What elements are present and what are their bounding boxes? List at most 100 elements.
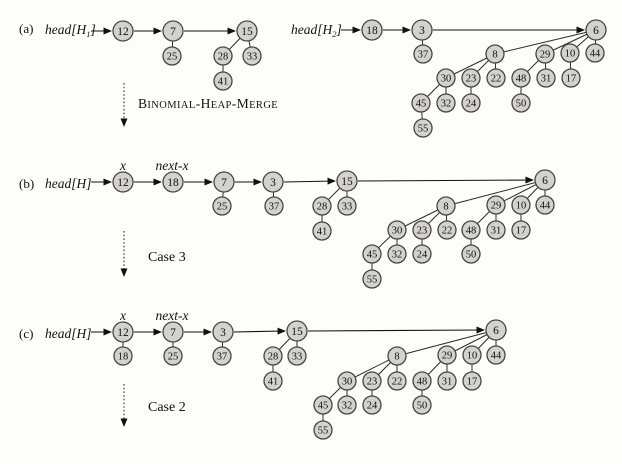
tree-node-circle <box>511 195 531 215</box>
tree-node: 48 <box>461 220 481 240</box>
tree-node-circle <box>387 244 407 264</box>
tree-node: 30 <box>337 371 357 391</box>
node-value: 8 <box>492 50 497 61</box>
tree-node: 50 <box>461 244 481 264</box>
node-value: 30 <box>342 377 353 388</box>
node-value: 8 <box>443 202 448 213</box>
tree-node: 55 <box>313 420 333 440</box>
node-value: 50 <box>466 250 477 261</box>
tree-node: 17 <box>511 220 531 240</box>
x-pointer-label: x <box>119 158 126 173</box>
tree-node: 25 <box>162 46 182 66</box>
tree-node-circle <box>461 244 481 264</box>
tree-node: 33 <box>287 346 307 366</box>
case-3-label: Case 3 <box>148 250 186 265</box>
tree-node-circle <box>212 321 234 343</box>
tree-node: 6 <box>585 19 607 41</box>
node-value: 37 <box>217 352 228 363</box>
tree-node: 8 <box>485 44 505 64</box>
node-value: 32 <box>441 99 452 110</box>
tree-node-circle <box>362 269 382 289</box>
node-value: 15 <box>241 26 253 38</box>
tree-node: 6 <box>485 319 507 341</box>
tree-node: 30 <box>387 220 407 240</box>
node-value: 6 <box>542 175 548 187</box>
node-value: 22 <box>392 377 403 388</box>
tree-node: 7 <box>162 20 184 42</box>
node-value: 31 <box>442 377 453 388</box>
tree-node-circle <box>411 19 433 41</box>
tree-node: 15 <box>336 170 358 192</box>
node-value: 29 <box>491 201 502 212</box>
node-value: 22 <box>491 74 502 85</box>
tree-node-circle <box>162 20 184 42</box>
tree-node-circle <box>486 345 506 365</box>
node-value: 33 <box>247 52 258 63</box>
tree-edge <box>494 29 597 55</box>
tree-node: 24 <box>362 395 382 415</box>
tree-node-circle <box>162 171 184 193</box>
node-value: 25 <box>168 352 179 363</box>
tree-node-circle <box>436 196 456 216</box>
node-value: 44 <box>590 49 601 60</box>
tree-node-circle <box>585 19 607 41</box>
head-h2-label: head[H2] <box>291 22 342 39</box>
node-value: 45 <box>416 99 427 110</box>
tree-node-circle <box>262 171 284 193</box>
head-h-label: head[H] <box>45 326 92 341</box>
tree-node: 45 <box>362 244 382 264</box>
node-value: 48 <box>466 226 477 237</box>
node-value: 55 <box>418 124 429 135</box>
tree-node: 3 <box>262 171 284 193</box>
node-value: 23 <box>367 377 378 388</box>
tree-node: 33 <box>242 46 262 66</box>
tree-node: 3 <box>212 321 234 343</box>
tree-node: 8 <box>436 196 456 216</box>
tree-node: 17 <box>561 68 581 88</box>
tree-node-circle <box>163 346 183 366</box>
tree-node: 15 <box>286 320 308 342</box>
node-value: 17 <box>467 377 478 388</box>
tree-node-circle <box>362 244 382 264</box>
tree-node: 37 <box>264 196 284 216</box>
next-x-pointer-label: next-x <box>156 308 189 323</box>
tree-node: 29 <box>437 345 457 365</box>
root-list-arrow <box>283 177 336 185</box>
tree-node-circle <box>337 196 357 216</box>
panel-c-label: (c) <box>19 326 33 341</box>
tree-node-circle <box>387 220 407 240</box>
tree-node-circle <box>412 220 432 240</box>
tree-node-circle <box>312 196 332 216</box>
tree-node-circle <box>436 68 456 88</box>
tree-node: 48 <box>412 371 432 391</box>
tree-node: 44 <box>535 195 555 215</box>
node-value: 3 <box>220 327 226 339</box>
tree-node-circle <box>313 420 333 440</box>
tree-node: 33 <box>337 196 357 216</box>
tree-node: 31 <box>536 68 556 88</box>
tree-node: 41 <box>263 371 283 391</box>
tree-node: 24 <box>412 244 432 264</box>
tree-node-circle <box>486 68 506 88</box>
tree-node: 55 <box>362 269 382 289</box>
tree-node: 44 <box>585 43 605 63</box>
tree-node: 12 <box>112 20 134 42</box>
tree-node-circle <box>112 171 134 193</box>
tree-node-circle <box>462 371 482 391</box>
panel-b-label: (b) <box>19 176 34 191</box>
case-2-label: Case 2 <box>148 400 186 415</box>
tree-node-circle <box>560 43 580 63</box>
node-value: 41 <box>268 377 279 388</box>
next-x-pointer-label: next-x <box>156 158 189 173</box>
tree-node: 50 <box>412 395 432 415</box>
tree-node-circle <box>212 346 232 366</box>
tree-node-circle <box>486 195 506 215</box>
tree-node-circle <box>534 169 556 191</box>
node-value: 12 <box>117 177 129 189</box>
tree-node: 23 <box>362 371 382 391</box>
tree-node-circle <box>162 46 182 66</box>
tree-node-circle <box>412 371 432 391</box>
node-value: 48 <box>417 377 428 388</box>
